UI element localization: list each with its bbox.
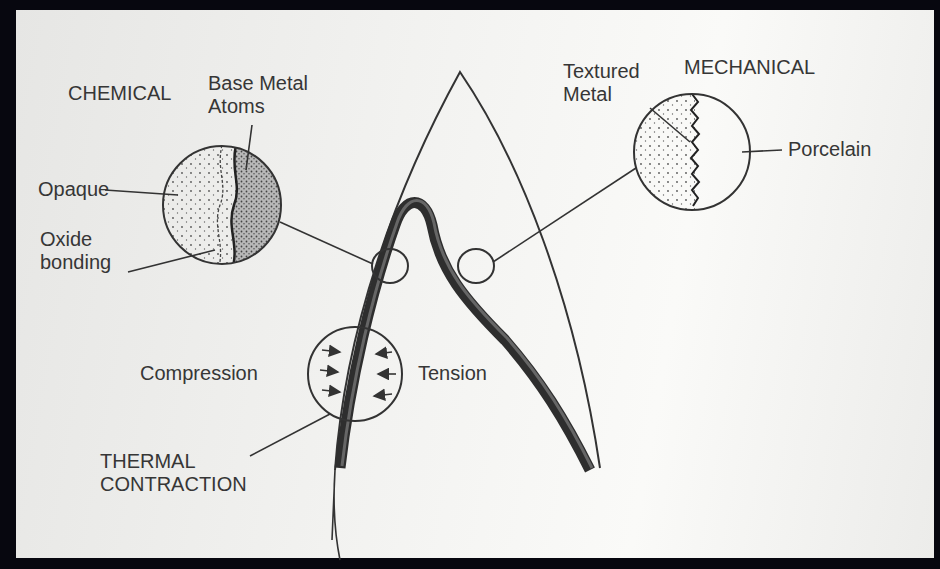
part-label: Textured Metal [563, 60, 663, 106]
part-label: Opaque [38, 178, 118, 201]
part-label: Porcelain [788, 138, 898, 161]
section-heading: CHEMICAL [68, 82, 208, 105]
part-label: Base Metal Atoms [208, 72, 320, 118]
section-heading: MECHANICAL [684, 56, 854, 79]
part-label: Oxide bonding [40, 228, 132, 274]
section-heading: THERMAL CONTRACTION [100, 450, 270, 496]
stress-label: Tension [418, 362, 518, 385]
stress-label: Compression [140, 362, 280, 385]
